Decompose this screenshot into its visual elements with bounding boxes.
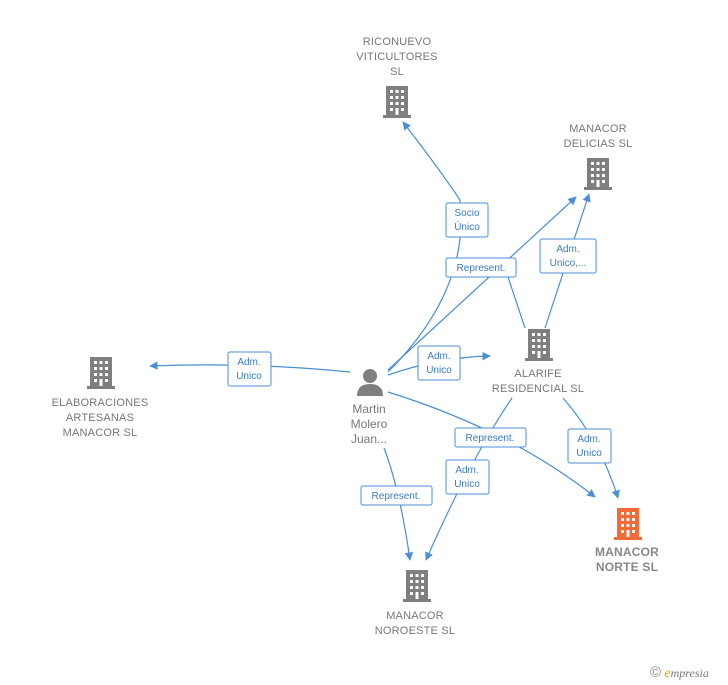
edge-label-represent-noroeste[interactable]: Represent. — [360, 485, 433, 506]
building-icon — [584, 158, 612, 190]
edge-label-line: Represent. — [372, 491, 421, 502]
edge-label-line: Unico — [576, 448, 602, 459]
edge-label-represent-delicias[interactable]: Represent. — [445, 257, 517, 278]
edge-label-line: Adm. — [577, 434, 600, 445]
edge-label-line: Único — [454, 220, 480, 233]
copyright-footer: © empresia — [650, 664, 709, 682]
node-label-line: ARTESANAS — [66, 412, 134, 424]
node-label-line: RICONUEVO — [363, 36, 432, 48]
node-label-line: Martin — [352, 402, 385, 416]
edge-label-adm-unico-norte[interactable]: Adm. Unico — [567, 428, 612, 464]
node-label-line: Juan... — [351, 432, 387, 446]
node-label-line: MANACOR — [569, 123, 627, 135]
building-icon — [614, 508, 642, 540]
node-label-line: SL — [390, 66, 404, 78]
building-icon — [87, 357, 115, 389]
node-label-line: VITICULTORES — [356, 51, 437, 63]
edge-label-adm-unico-alarife[interactable]: Adm. Unico — [417, 345, 461, 381]
edge-label-line: Adm. — [455, 465, 478, 476]
edge-label-line: Represent. — [457, 263, 506, 274]
node-alarife-residencial[interactable]: ALARIFE RESIDENCIAL SL — [492, 329, 584, 395]
node-label-line: ALARIFE — [514, 368, 561, 380]
building-icon — [383, 86, 411, 118]
copyright-icon: © — [650, 664, 662, 681]
node-label-line: MANACOR SL — [63, 427, 138, 439]
edge-label-line: Represent. — [466, 433, 515, 444]
edge-label-line: Socio — [454, 208, 479, 219]
edge-person-riconuevo[interactable] — [387, 121, 462, 373]
node-person-martin-molero[interactable]: Martin Molero Juan... — [351, 369, 388, 446]
node-manacor-delicias[interactable]: MANACOR DELICIAS SL — [564, 123, 633, 190]
edge-label-adm-unico-delicias[interactable]: Adm. Unico,... — [539, 238, 597, 274]
edge-label-line: Adm. — [427, 351, 450, 362]
building-icon — [403, 570, 431, 602]
person-icon — [357, 369, 383, 396]
edge-label-adm-unico-noroeste[interactable]: Adm. Unico — [445, 459, 490, 495]
node-manacor-noroeste[interactable]: MANACOR NOROESTE SL — [375, 570, 455, 637]
edge-label-line: Adm. — [556, 244, 579, 255]
nodes: RICONUEVO VITICULTORES SL MANACOR DELICI… — [52, 36, 659, 637]
node-label-line: DELICIAS SL — [564, 138, 633, 150]
node-label-line: MANACOR — [386, 610, 444, 622]
node-label-line: NORTE SL — [596, 560, 658, 574]
building-icon — [525, 329, 553, 361]
node-label-line: ELABORACIONES — [52, 397, 149, 409]
edge-label-line: Unico — [454, 479, 480, 490]
edge-label-line: Unico,... — [550, 258, 587, 269]
edge-label-adm-unico-elaboraciones[interactable]: Adm. Unico — [227, 351, 272, 387]
empresia-logo[interactable]: empresia — [664, 666, 709, 681]
brand-name: mpresia — [670, 666, 709, 680]
edge-alarife-riconuevo-link — [504, 267, 526, 329]
node-label-line: NOROESTE SL — [375, 625, 455, 637]
edge-label-socio-unico[interactable]: Socio Único — [445, 202, 489, 238]
edge-label-line: Unico — [426, 365, 452, 376]
node-elaboraciones-artesanas[interactable]: ELABORACIONES ARTESANAS MANACOR SL — [52, 357, 149, 439]
edge-person-delicias[interactable] — [387, 196, 577, 371]
brand-initial: e — [664, 666, 671, 681]
node-label-line: RESIDENCIAL SL — [492, 383, 584, 395]
node-riconuevo[interactable]: RICONUEVO VITICULTORES SL — [356, 36, 438, 118]
node-label-line: Molero — [351, 417, 388, 431]
edge-label-line: Adm. — [237, 357, 260, 368]
edge-labels: Socio Único Represent. Adm. Unico,... Ad… — [227, 202, 612, 506]
edge-label-represent-norte[interactable]: Represent. — [454, 427, 527, 448]
edge-label-line: Unico — [236, 371, 262, 382]
node-label-line: MANACOR — [595, 545, 659, 559]
node-manacor-norte[interactable]: MANACOR NORTE SL — [595, 508, 659, 574]
